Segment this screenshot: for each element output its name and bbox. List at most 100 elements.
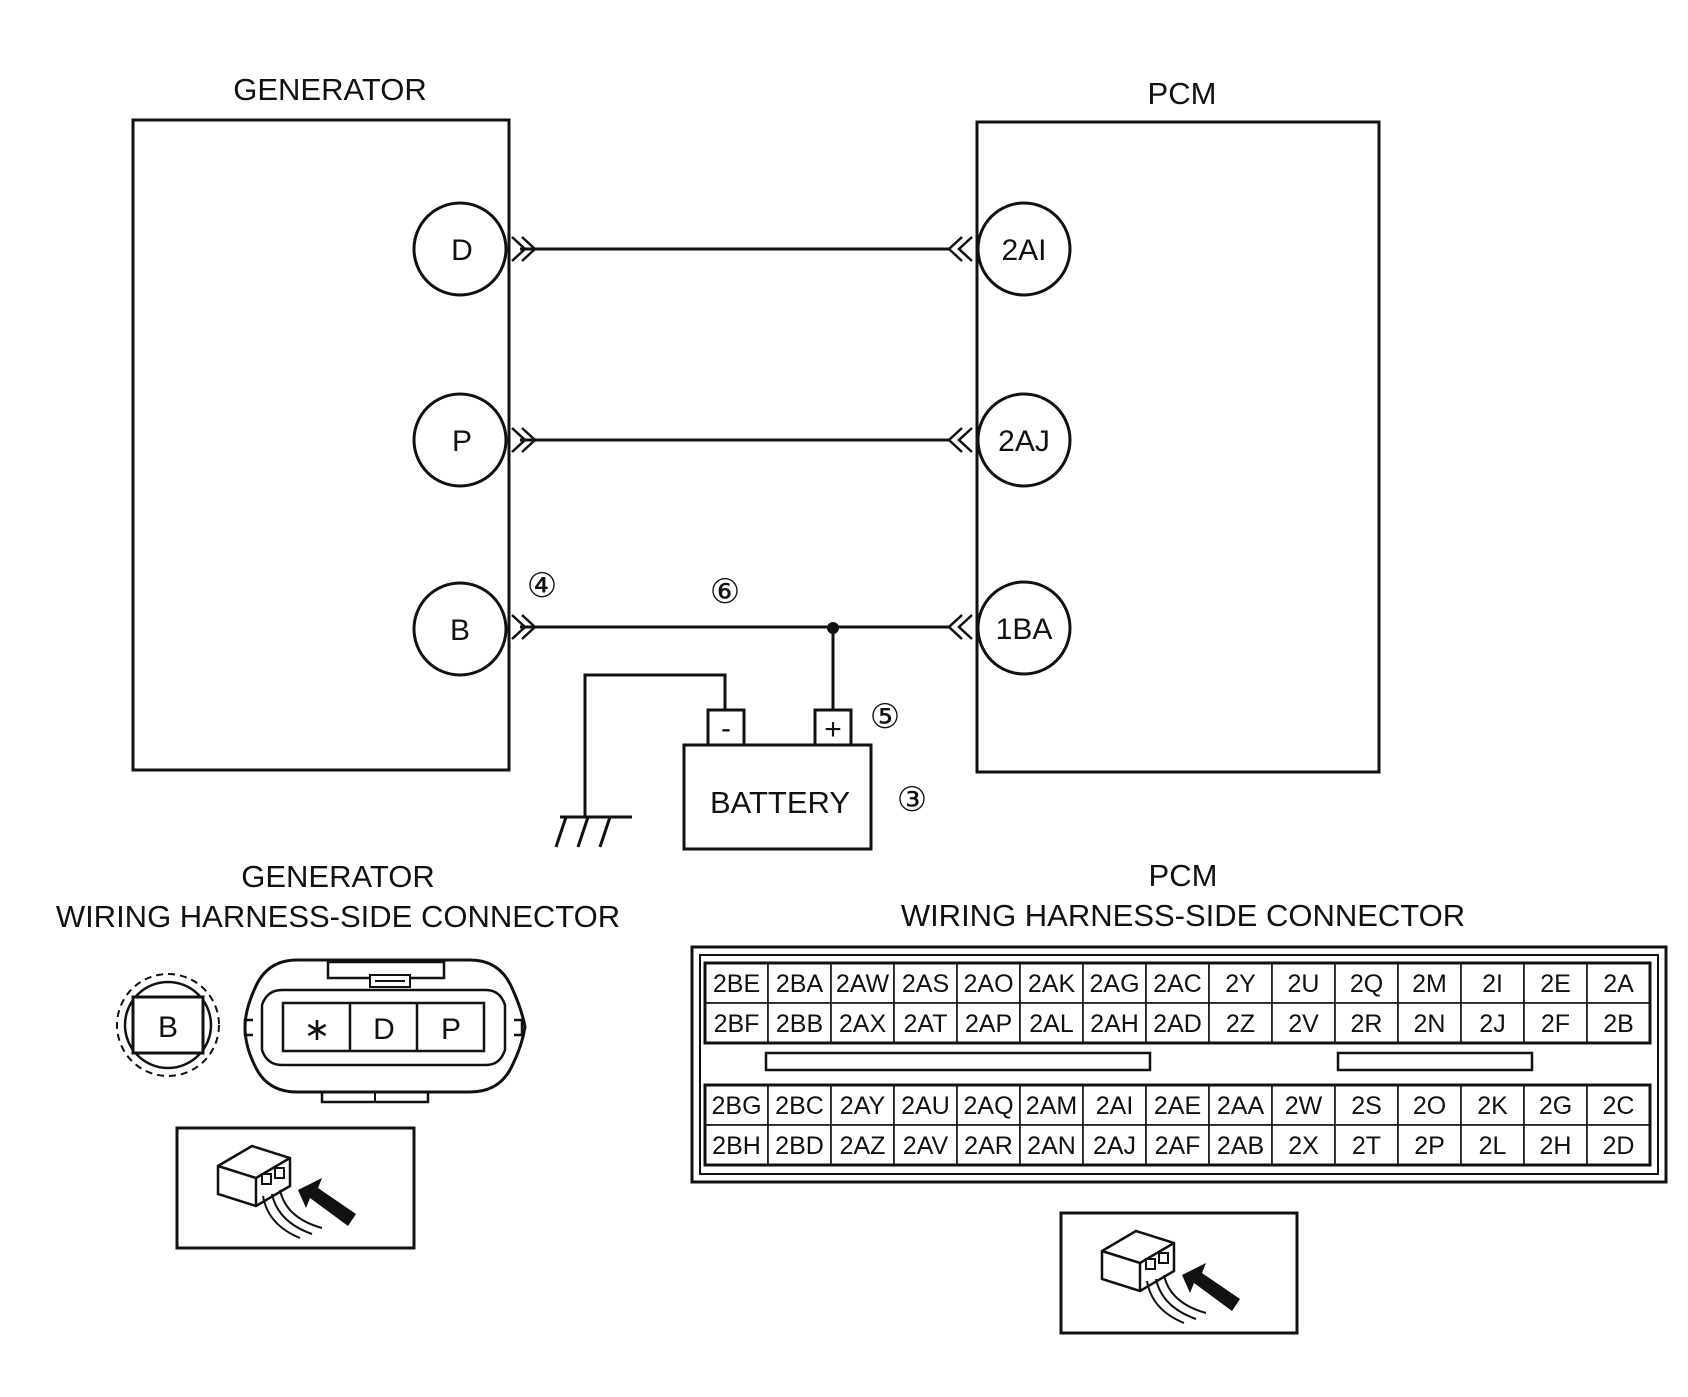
pcm-terminal-cell: 2AU [893, 1084, 958, 1126]
pcm-terminal-cell: 2R [1334, 1002, 1399, 1044]
gen-pin-b: B [412, 581, 508, 677]
pcm-terminal-cell: 2BF [704, 1002, 769, 1044]
pcm-terminal-label: 2I [1482, 970, 1503, 998]
pcm-terminal-label: 2AX [839, 1010, 887, 1038]
pcm-terminal-label: 2BH [712, 1132, 761, 1160]
pcm-terminal-label: 2H [1540, 1132, 1572, 1160]
gen-3pin-connector: ∗ D P [243, 958, 527, 1104]
pcm-terminal-cell: 2V [1271, 1002, 1336, 1044]
pcm-terminal-label: 2AY [840, 1092, 886, 1120]
pcm-terminal-cell: 2N [1397, 1002, 1462, 1044]
pcm-terminal-cell: 2AJ [1082, 1124, 1147, 1166]
pcm-terminal-cell: 2AS [893, 962, 958, 1004]
svg-text:1BA: 1BA [996, 613, 1053, 646]
pcm-terminal-label: 2BG [711, 1092, 761, 1120]
pcm-terminal-cell: 2AC [1145, 962, 1210, 1004]
gen-view-direction-icon [175, 1126, 416, 1250]
pcm-terminal-cell: 2BA [767, 962, 832, 1004]
wire-battery-negative-to-ground [583, 673, 727, 817]
gen-pin-p: P [412, 392, 508, 488]
pcm-terminal-cell: 2AK [1019, 962, 1084, 1004]
gen-terminal-p: P [441, 1013, 461, 1046]
pcm-terminal-cell: 2I [1460, 962, 1525, 1004]
pcm-terminal-cell: 2AN [1019, 1124, 1084, 1166]
pcm-terminal-label: 2AP [965, 1010, 1012, 1038]
pcm-terminal-cell: 2G [1523, 1084, 1588, 1126]
pcm-terminal-label: 2BE [713, 970, 760, 998]
pcm-pin-2ai: 2AI [976, 201, 1072, 297]
pcm-terminal-label: 2AS [902, 970, 949, 998]
pcm-terminal-cell: 2AP [956, 1002, 1021, 1044]
pcm-terminal-cell: 2J [1460, 1002, 1525, 1044]
pcm-terminal-cell: 2AV [893, 1124, 958, 1166]
pcm-terminal-label: 2X [1288, 1132, 1319, 1160]
pcm-terminal-label: 2AO [963, 970, 1013, 998]
pcm-terminal-block-outline [703, 961, 1652, 1045]
pcm-terminal-label: 2T [1352, 1132, 1381, 1160]
pcm-terminal-label: 2Z [1226, 1010, 1255, 1038]
pcm-terminal-label: 2K [1477, 1092, 1508, 1120]
pcm-terminal-cell: 2O [1397, 1084, 1462, 1126]
pcm-connector-title-line2: WIRING HARNESS-SIDE CONNECTOR [901, 898, 1465, 933]
gen-connector-chevrons [511, 236, 537, 640]
gen-pin-d: D [412, 201, 508, 297]
pcm-terminal-label: 2AR [964, 1132, 1013, 1160]
pcm-terminal-label: 2Y [1225, 970, 1256, 998]
pcm-terminal-label: 2AV [903, 1132, 949, 1160]
pcm-terminal-label: 2BF [714, 1010, 760, 1038]
svg-text:B: B [158, 1011, 178, 1044]
pcm-terminal-cell: 2B [1586, 1002, 1651, 1044]
pcm-terminal-cell: 2AT [893, 1002, 958, 1044]
pcm-terminal-label: 2B [1603, 1010, 1634, 1038]
pcm-terminal-cell: 2T [1334, 1124, 1399, 1166]
pcm-terminal-cell: 2AY [830, 1084, 895, 1126]
callout-wire-b: ⑥ [710, 573, 740, 611]
pcm-title: PCM [1148, 76, 1217, 111]
pcm-terminal-label: 2AQ [963, 1092, 1013, 1120]
pcm-terminal-label: 2AH [1090, 1010, 1139, 1038]
pcm-connector-chevrons [947, 236, 973, 640]
pcm-terminal-label: 2AF [1155, 1132, 1201, 1160]
pcm-terminal-label: 2S [1351, 1092, 1382, 1120]
pcm-terminal-label: 2AT [904, 1010, 948, 1038]
pcm-terminal-label: 2AB [1217, 1132, 1264, 1160]
pcm-terminal-label: 2AU [901, 1092, 950, 1120]
pcm-terminal-cell: 2AA [1208, 1084, 1273, 1126]
pcm-terminal-label: 2D [1603, 1132, 1635, 1160]
pcm-terminal-label: 2AE [1154, 1092, 1201, 1120]
pcm-terminal-cell: 2Y [1208, 962, 1273, 1004]
pcm-terminal-cell: 2BC [767, 1084, 832, 1126]
pcm-terminal-cell: 2F [1523, 1002, 1588, 1044]
battery-positive-terminal: + [824, 713, 842, 746]
gen-terminal-d: D [373, 1013, 395, 1046]
pcm-terminal-cell: 2U [1271, 962, 1336, 1004]
pcm-terminal-label: 2BB [776, 1010, 823, 1038]
pcm-terminal-cell: 2D [1586, 1124, 1651, 1166]
pcm-terminal-cell: 2H [1523, 1124, 1588, 1166]
pcm-terminal-cell: 2BB [767, 1002, 832, 1044]
svg-text:D: D [451, 234, 473, 267]
pcm-terminal-cell: 2W [1271, 1084, 1336, 1126]
svg-text:P: P [452, 425, 472, 458]
pcm-terminal-label: 2P [1414, 1132, 1445, 1160]
pcm-terminal-label: 2V [1288, 1010, 1319, 1038]
pcm-terminal-cell: 2AG [1082, 962, 1147, 1004]
pcm-terminal-cell: 2AQ [956, 1084, 1021, 1126]
pcm-terminal-label: 2AD [1153, 1010, 1202, 1038]
pcm-terminal-label: 2BA [776, 970, 824, 998]
pcm-terminal-cell: 2M [1397, 962, 1462, 1004]
gen-connector-title-line2: WIRING HARNESS-SIDE CONNECTOR [56, 899, 620, 934]
pcm-terminal-label: 2BD [775, 1132, 824, 1160]
pcm-pin-1ba: 1BA [976, 580, 1072, 676]
pcm-terminal-label: 2AK [1028, 970, 1076, 998]
pcm-terminal-label: 2U [1288, 970, 1320, 998]
pcm-terminal-cell: 2AR [956, 1124, 1021, 1166]
pcm-terminal-cell: 2E [1523, 962, 1588, 1004]
pcm-terminal-cell: 2AI [1082, 1084, 1147, 1126]
pcm-terminal-label: 2N [1414, 1010, 1446, 1038]
pcm-terminal-cell: 2Z [1208, 1002, 1273, 1044]
pcm-terminal-label: 2AN [1027, 1132, 1076, 1160]
